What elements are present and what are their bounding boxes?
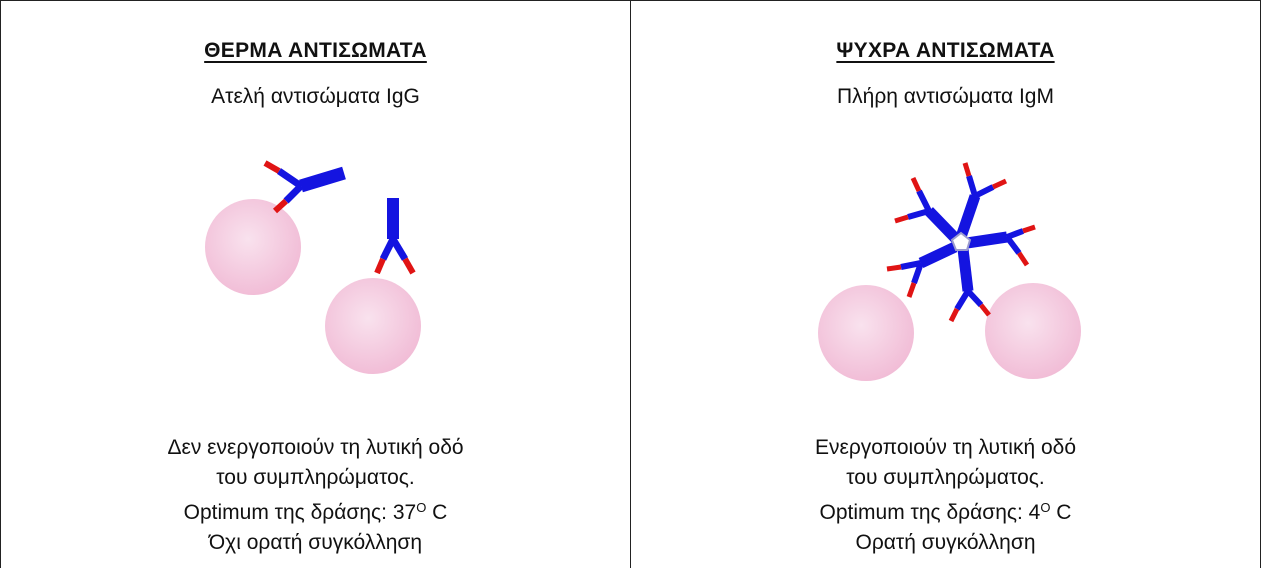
warm-desc-line-4: Όχι ορατή συγκόλληση — [1, 528, 630, 558]
cold-antibodies-description: Ενεργοποιούν τη λυτική οδό του συμπληρώμ… — [631, 433, 1260, 558]
red-cell-right — [985, 283, 1081, 379]
red-cell-top — [205, 199, 301, 295]
warm-antibodies-subtitle: Ατελή αντισώματα IgG — [1, 85, 630, 109]
cold-desc-line-2: του συμπληρώματος. — [631, 463, 1260, 493]
cold-desc-line-1: Ενεργοποιούν τη λυτική οδό — [631, 433, 1260, 463]
igg-illustration — [1, 141, 631, 411]
igg-antibody-2 — [377, 198, 413, 273]
red-cell-left — [818, 285, 914, 381]
warm-desc-line-1: Δεν ενεργοποιούν τη λυτική οδό — [1, 433, 630, 463]
warm-antibodies-title: ΘΕΡΜΑ ΑΝΤΙΣΩΜΑΤΑ — [1, 39, 630, 63]
warm-antibodies-panel: ΘΕΡΜΑ ΑΝΤΙΣΩΜΑΤΑ Ατελή αντισώματα IgG — [1, 1, 631, 568]
cold-optimum-line: Optimum της δράσης: 4O C — [631, 493, 1260, 528]
igm-illustration — [631, 141, 1261, 411]
cold-optimum-text: Optimum της δράσης: 4 — [820, 501, 1041, 524]
warm-degree-sup: O — [416, 500, 426, 515]
warm-antibodies-description: Δεν ενεργοποιούν τη λυτική οδό του συμπλ… — [1, 433, 630, 558]
cold-antibodies-panel: ΨΥΧΡΑ ΑΝΤΙΣΩΜΑΤΑ Πλήρη αντισώματα IgM — [631, 1, 1260, 568]
igg-antibody-1 — [265, 163, 344, 211]
warm-desc-line-2: του συμπληρώματος. — [1, 463, 630, 493]
warm-optimum-line: Optimum της δράσης: 37O C — [1, 493, 630, 528]
cold-degree-unit: C — [1050, 501, 1071, 524]
red-cell-bottom — [325, 278, 421, 374]
cold-antibodies-subtitle: Πλήρη αντισώματα IgM — [631, 85, 1260, 109]
warm-degree-unit: C — [426, 501, 447, 524]
cold-degree-sup: O — [1040, 500, 1050, 515]
warm-optimum-text: Optimum της δράσης: 37 — [184, 501, 417, 524]
cold-antibodies-title: ΨΥΧΡΑ ΑΝΤΙΣΩΜΑΤΑ — [631, 39, 1260, 63]
cold-desc-line-4: Ορατή συγκόλληση — [631, 528, 1260, 558]
